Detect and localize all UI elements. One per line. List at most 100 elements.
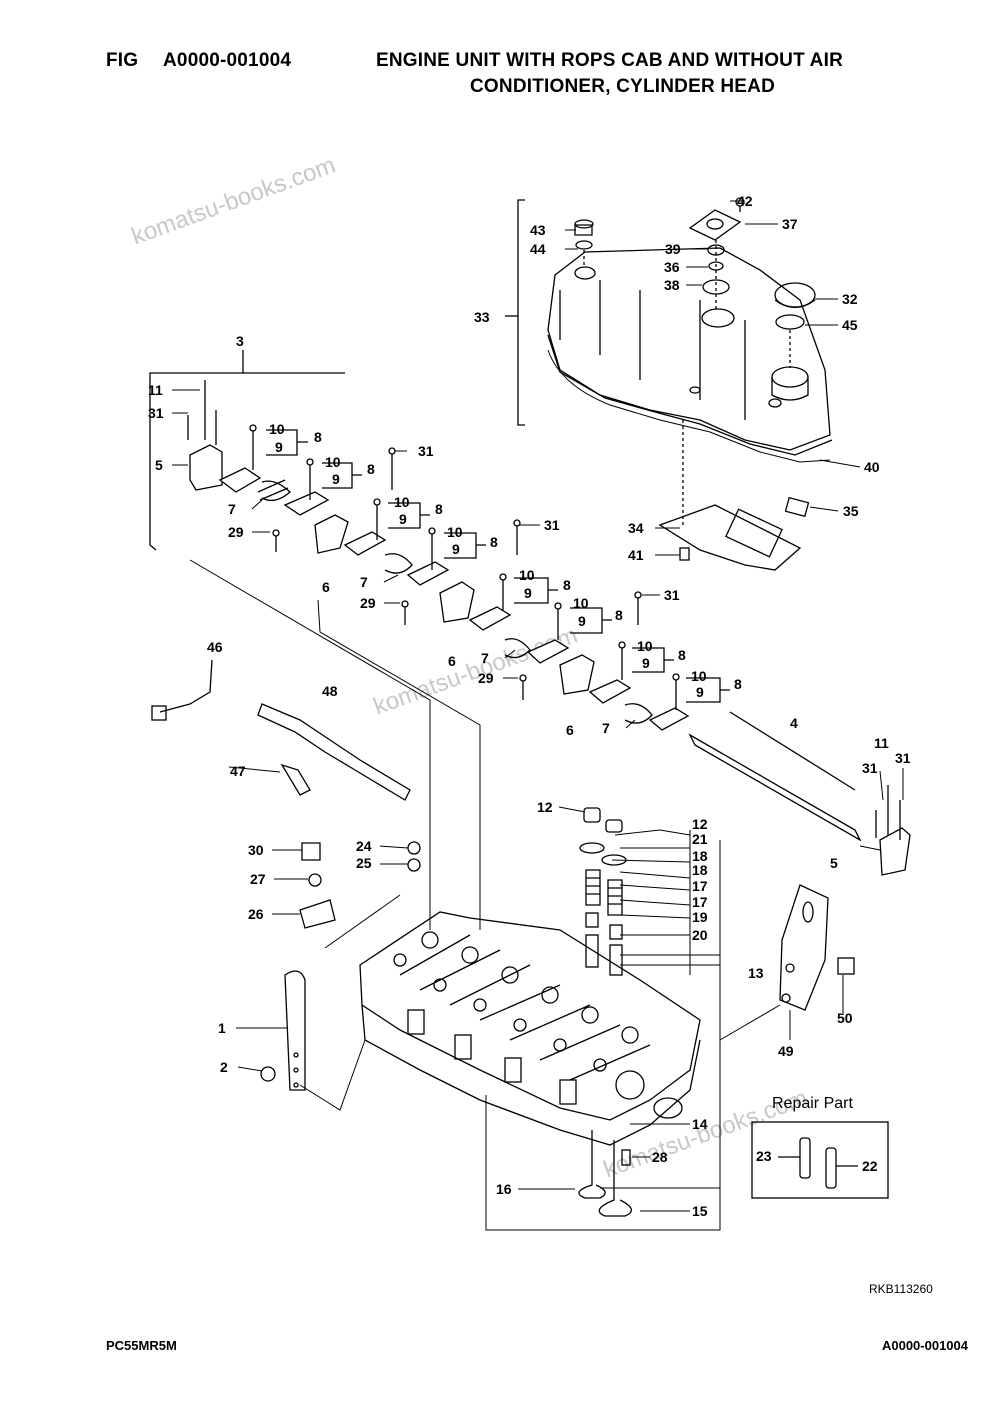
callout-8: 8 <box>314 429 322 445</box>
callout-5: 5 <box>155 457 163 473</box>
callout-9: 9 <box>696 684 704 700</box>
callout-20: 20 <box>692 927 708 943</box>
callout-47: 47 <box>230 763 246 779</box>
repair-part-box <box>751 1121 889 1199</box>
callout-leaders <box>172 200 904 1212</box>
callout-7: 7 <box>360 574 368 590</box>
bracket-3 <box>149 372 345 378</box>
callout-31: 31 <box>895 750 911 766</box>
callout-31: 31 <box>418 443 434 459</box>
callout-42: 42 <box>737 193 753 209</box>
callout-6: 6 <box>322 579 330 595</box>
leader-4 <box>729 711 856 791</box>
left-parts-drawing <box>151 659 421 1091</box>
callout-9: 9 <box>399 511 407 527</box>
callout-10: 10 <box>691 668 707 684</box>
cylinder-head-cover-drawing <box>547 247 833 463</box>
callout-17: 17 <box>692 878 708 894</box>
callout-30: 30 <box>248 842 264 858</box>
fig-label: FIG <box>106 50 139 71</box>
cylinder-head-drawing <box>359 911 701 1146</box>
callout-10: 10 <box>637 638 653 654</box>
callout-numbers: 3 11 31 5 10 9 8 10 9 8 31 7 29 6 10 9 8… <box>148 193 911 1219</box>
callout-12: 12 <box>537 799 553 815</box>
callout-45: 45 <box>842 317 858 333</box>
callout-27: 27 <box>250 871 266 887</box>
callout-10: 10 <box>447 524 463 540</box>
callout-29: 29 <box>228 524 244 540</box>
callout-19: 19 <box>692 909 708 925</box>
callout-8: 8 <box>490 534 498 550</box>
callout-29: 29 <box>478 670 494 686</box>
callout-8: 8 <box>615 607 623 623</box>
callout-49: 49 <box>778 1043 794 1059</box>
callout-7: 7 <box>228 501 236 517</box>
callout-5: 5 <box>830 855 838 871</box>
callout-40: 40 <box>864 459 880 475</box>
callout-50: 50 <box>837 1010 853 1026</box>
model-number: PC55MR5M <box>106 1338 177 1353</box>
callout-9: 9 <box>524 585 532 601</box>
callout-8: 8 <box>435 501 443 517</box>
rocker-assembly-drawing <box>187 380 911 876</box>
callout-37: 37 <box>782 216 798 232</box>
callout-14: 14 <box>692 1116 708 1132</box>
callout-10: 10 <box>573 595 589 611</box>
callout-8: 8 <box>367 461 375 477</box>
callout-36: 36 <box>664 259 680 275</box>
connector-lines <box>189 559 781 1231</box>
document-number: A0000-001004 <box>881 1338 968 1353</box>
callout-8: 8 <box>678 647 686 663</box>
callout-16: 16 <box>496 1181 512 1197</box>
callout-11: 11 <box>148 382 163 398</box>
repair-part-label: Repair Part <box>772 1095 853 1112</box>
callout-8: 8 <box>563 577 571 593</box>
callout-9: 9 <box>275 439 283 455</box>
bracket-33 <box>517 199 525 426</box>
callout-3: 3 <box>236 333 244 349</box>
callout-48: 48 <box>322 683 338 699</box>
callout-18: 18 <box>692 848 708 864</box>
callout-8: 8 <box>734 676 742 692</box>
callout-4: 4 <box>790 715 798 731</box>
fig-number: A0000-001004 <box>163 50 292 71</box>
callout-1: 1 <box>218 1020 226 1036</box>
callout-7: 7 <box>602 720 610 736</box>
callout-12: 12 <box>692 816 708 832</box>
callout-39: 39 <box>665 241 681 257</box>
callout-6: 6 <box>566 722 574 738</box>
title-line-2: CONDITIONER, CYLINDER HEAD <box>470 76 775 97</box>
callout-10: 10 <box>519 567 535 583</box>
callout-44: 44 <box>530 241 546 257</box>
callout-33: 33 <box>474 309 490 325</box>
callout-10: 10 <box>325 454 341 470</box>
callout-28: 28 <box>652 1149 668 1165</box>
callout-43: 43 <box>530 222 546 238</box>
callout-17: 17 <box>692 894 708 910</box>
callout-38: 38 <box>664 277 680 293</box>
callout-10: 10 <box>394 494 410 510</box>
callout-24: 24 <box>356 838 372 854</box>
callout-21: 21 <box>692 831 708 847</box>
callout-9: 9 <box>578 613 586 629</box>
callout-11: 11 <box>874 735 889 751</box>
callout-22: 22 <box>862 1158 878 1174</box>
cover-small-parts <box>574 197 816 368</box>
callout-46: 46 <box>207 639 223 655</box>
callout-29: 29 <box>360 595 376 611</box>
callout-32: 32 <box>842 291 858 307</box>
callout-31: 31 <box>862 760 878 776</box>
callout-2: 2 <box>220 1059 228 1075</box>
callout-9: 9 <box>452 541 460 557</box>
callout-23: 23 <box>756 1148 772 1164</box>
gasket-plate-drawing <box>658 420 810 571</box>
callout-7: 7 <box>481 650 489 666</box>
callout-9: 9 <box>642 655 650 671</box>
callout-41: 41 <box>628 547 644 563</box>
title-line-1: ENGINE UNIT WITH ROPS CAB AND WITHOUT AI… <box>376 50 843 71</box>
callout-6: 6 <box>448 653 456 669</box>
callout-13: 13 <box>748 965 764 981</box>
right-bracket-drawing <box>779 884 855 1011</box>
callout-31: 31 <box>544 517 560 533</box>
